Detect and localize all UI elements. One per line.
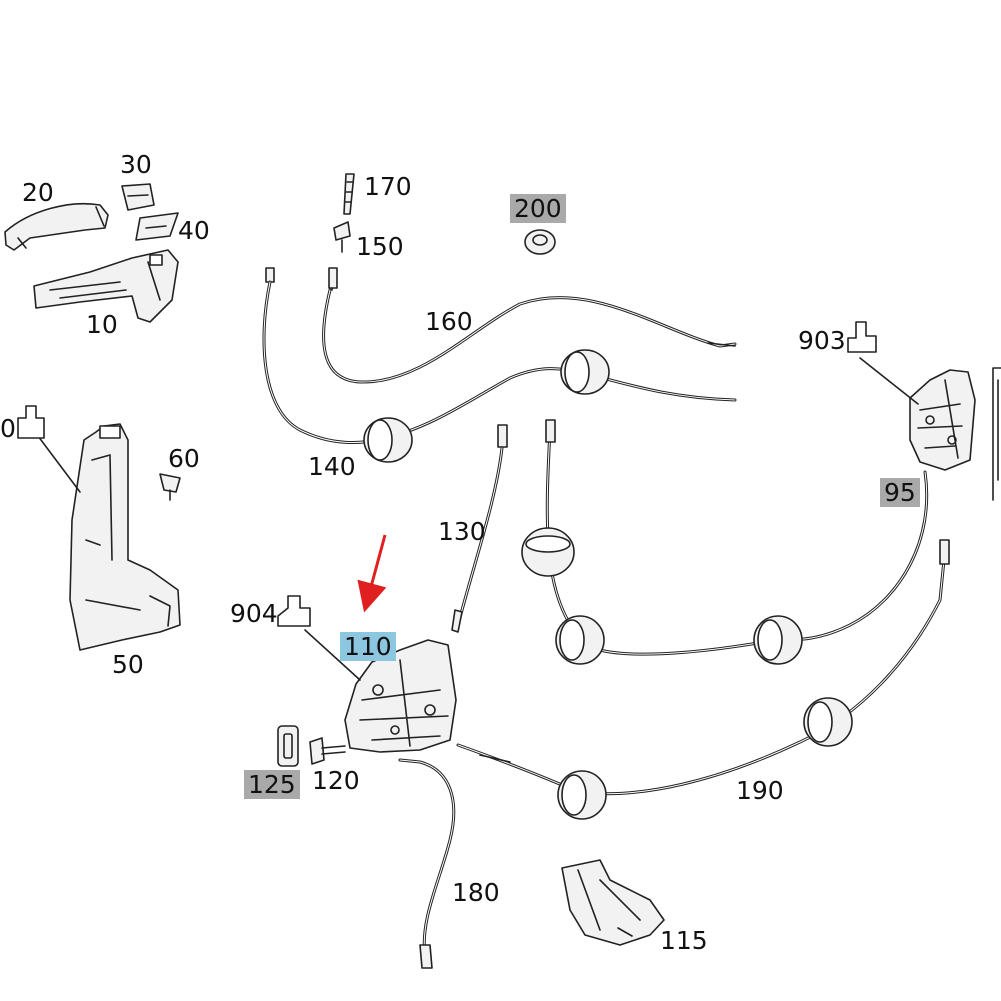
part-30-cap xyxy=(121,183,155,211)
callout-30: 30 xyxy=(120,150,152,179)
callout-10: 10 xyxy=(86,310,118,339)
part-40-gasket xyxy=(135,212,179,241)
callout-95: 95 xyxy=(880,478,920,507)
callout-0: 0 xyxy=(0,414,16,443)
red-arrow xyxy=(357,534,387,613)
callout-120: 120 xyxy=(312,766,360,795)
part-150-clip xyxy=(333,221,351,253)
part-125-plate xyxy=(277,725,299,767)
cable-190 xyxy=(456,539,950,820)
callout-200: 200 xyxy=(510,194,566,223)
cable-130 xyxy=(451,424,508,633)
part-115-cover xyxy=(561,859,665,946)
cable-180 xyxy=(398,758,456,969)
part-20-outer-handle xyxy=(4,202,109,251)
part-60-screw xyxy=(159,473,181,501)
part-170-rod xyxy=(343,173,355,215)
callout-20: 20 xyxy=(22,178,54,207)
callout-190: 190 xyxy=(736,776,784,805)
callout-flags xyxy=(17,321,877,627)
cable-rear xyxy=(521,419,929,665)
callout-60: 60 xyxy=(168,444,200,473)
callout-904: 904 xyxy=(230,599,278,628)
part-110-lock xyxy=(304,629,457,753)
part-903-lock xyxy=(859,357,1001,501)
callout-903: 903 xyxy=(798,326,846,355)
part-120-bolt xyxy=(309,737,346,765)
callout-170: 170 xyxy=(364,172,412,201)
cable-140 xyxy=(262,267,737,463)
callout-40: 40 xyxy=(178,216,210,245)
callout-125: 125 xyxy=(244,770,300,799)
cable-160 xyxy=(322,267,737,384)
part-10-handle-carrier xyxy=(33,249,179,323)
callout-130: 130 xyxy=(438,517,486,546)
callout-140: 140 xyxy=(308,452,356,481)
callout-150: 150 xyxy=(356,232,404,261)
callout-110: 110 xyxy=(340,632,396,661)
callout-115: 115 xyxy=(660,926,708,955)
part-200-grommet xyxy=(524,229,556,255)
callout-180: 180 xyxy=(452,878,500,907)
part-50-frame xyxy=(37,423,181,651)
callout-160: 160 xyxy=(425,307,473,336)
callout-50: 50 xyxy=(112,650,144,679)
